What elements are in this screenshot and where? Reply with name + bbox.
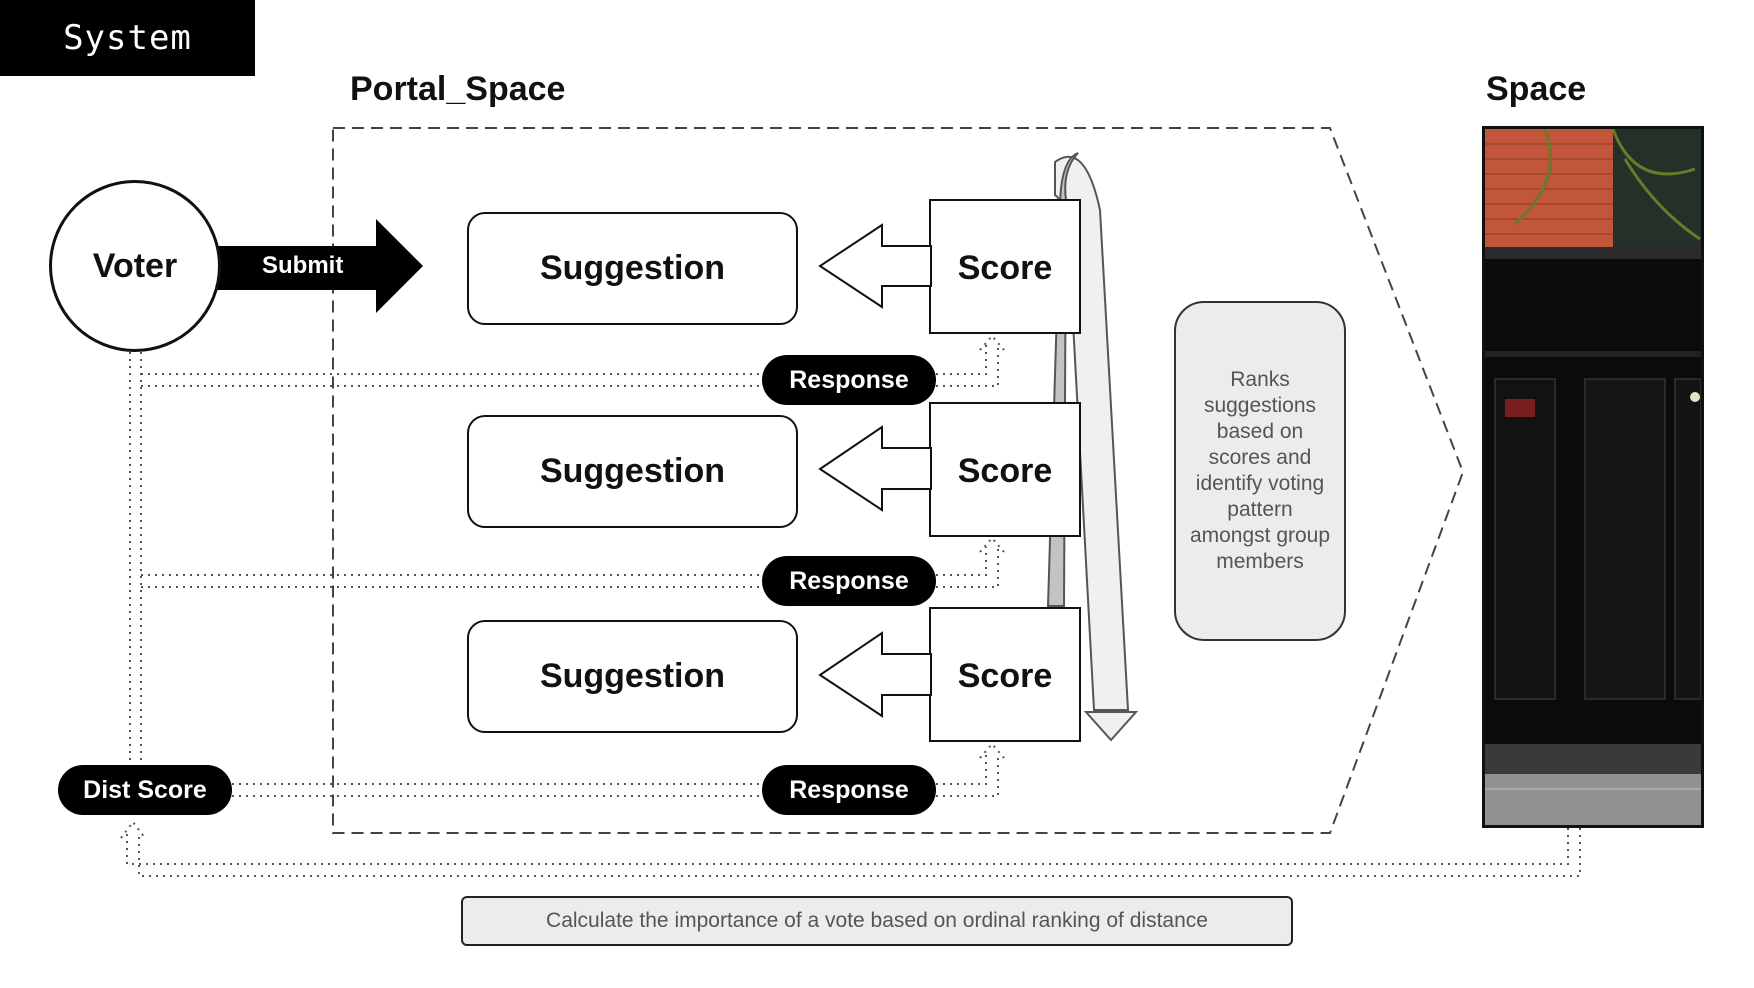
response-pill: Response	[762, 765, 936, 815]
voter-label: Voter	[92, 246, 178, 285]
score-row-2	[818, 402, 1081, 537]
score-label: Score	[957, 656, 1053, 695]
submit-label: Submit	[262, 252, 344, 279]
dist-score-pill: Dist Score	[58, 765, 232, 815]
suggestion-box: Suggestion	[467, 415, 798, 528]
portal-space-title: Portal_Space	[350, 70, 566, 108]
calc-note: Calculate the importance of a vote based…	[461, 896, 1293, 946]
suggestion-box: Suggestion	[467, 212, 798, 325]
space-title: Space	[1486, 70, 1587, 108]
response-flow-lines	[120, 334, 1581, 877]
response-pill: Response	[762, 556, 936, 606]
ranks-note: Ranks suggestions based on scores and id…	[1174, 301, 1346, 641]
voter-node: Voter	[49, 180, 221, 352]
response-pill: Response	[762, 355, 936, 405]
portal-space-boundary	[332, 127, 1465, 834]
score-label: Score	[957, 248, 1053, 287]
score-label: Score	[957, 451, 1053, 490]
score-row-3	[818, 607, 1081, 742]
suggestion-box: Suggestion	[467, 620, 798, 733]
submit-arrow	[215, 219, 423, 313]
space-storefront-image	[1482, 126, 1704, 828]
system-tag: System	[0, 0, 255, 76]
score-row-1	[818, 199, 1081, 334]
